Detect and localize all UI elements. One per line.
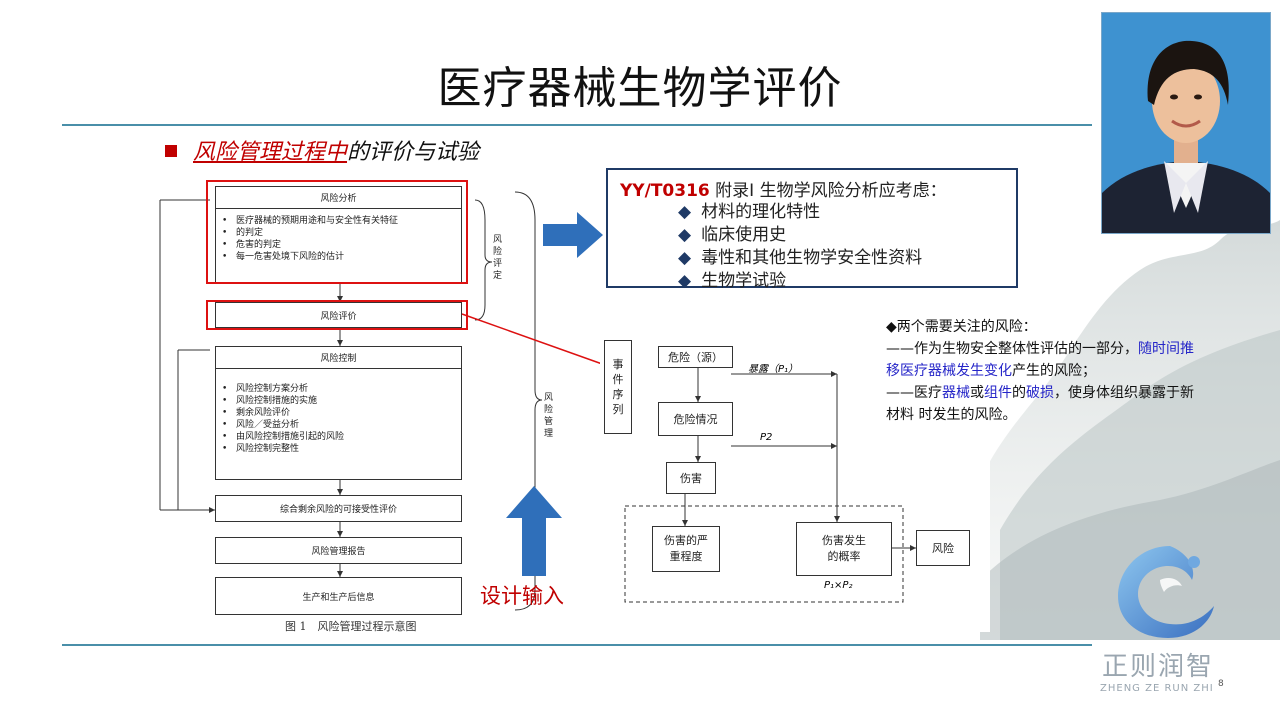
risk-result-box: 风险 (916, 530, 970, 566)
harm-box: 伤害 (666, 462, 716, 494)
person-avatar-icon (1102, 13, 1270, 233)
infobox-header-text: 附录I 生物学风险分析应考虑： (709, 181, 947, 201)
harm-probability-label: 伤害发生的概率 (822, 534, 866, 563)
infobox-item-label: 毒性和其他生物学安全性资料 (701, 248, 923, 268)
hazard-event-diagram: 事件序列 危险（源） 暴露（P₁） 危险情况 P2 伤害 伤害的严重程度 伤害发… (600, 330, 990, 632)
risk-item-1-post: 产生的风险； (1012, 363, 1096, 379)
section-highlight: 风险管理过程中 (193, 140, 348, 165)
infobox-item: ◆ 临床使用史 (678, 224, 1004, 247)
standard-code: YY/T0316 (620, 181, 710, 201)
infobox-item: ◆ 材料的理化特性 (678, 201, 1004, 224)
infobox-header: YY/T0316 附录I 生物学风险分析应考虑： (620, 176, 1004, 201)
risk-report-box: 风险管理报告 (215, 537, 462, 564)
flowchart-caption: 图 1 风险管理过程示意图 (285, 620, 417, 633)
risk-analysis-box: 风险分析 医疗器械的预期用途和与安全性有关特征 的判定 危害的判定 每一危害处境… (215, 186, 462, 284)
list-item: 医疗器械的预期用途和与安全性有关特征 (222, 215, 461, 227)
risk-process-flowchart: 风险分析 医疗器械的预期用途和与安全性有关特征 的判定 危害的判定 每一危害处境… (150, 180, 590, 633)
risk-evaluation-box: 风险评价 (215, 302, 462, 328)
overall-residual-risk-box: 综合剩余风险的可接受性评价 (215, 495, 462, 522)
event-sequence-label: 事件序列 (612, 358, 624, 416)
risk-report-label: 风险管理报告 (311, 547, 366, 557)
infobox-item-label: 临床使用史 (701, 225, 787, 245)
bracket-label-management: 风险管理 (544, 393, 554, 439)
section-heading: 风险管理过程中的评价与试验 (165, 134, 479, 166)
infobox-item: ◆ 毒性和其他生物学安全性资料 (678, 247, 1004, 270)
footer-divider (62, 644, 1092, 646)
title-divider (62, 124, 1092, 126)
risk-item-2-highlight: 组件 (984, 385, 1012, 401)
list-item: 的判定 (222, 227, 461, 239)
harm-label: 伤害 (680, 472, 702, 485)
risk-item-2-mid: 的 (1012, 385, 1026, 401)
section-rest: 的评价与试验 (347, 140, 480, 165)
diamond-bullet-icon: ◆ (678, 202, 692, 222)
overall-residual-risk-label: 综合剩余风险的可接受性评价 (279, 505, 397, 515)
risk-item-2-pre: ——医疗 (886, 385, 942, 401)
risk-item-1: ——作为生物安全整体性评估的一部分，随时间推移医疗器械发生变化产生的风险； (886, 338, 1206, 382)
hazardous-situation-label: 危险情况 (673, 413, 718, 426)
list-item: 每一危害处境下风险的估计 (222, 251, 461, 263)
diamond-bullet-icon: ◆ (678, 225, 692, 245)
risk-item-2-highlight: 破损 (1026, 385, 1054, 401)
list-item: 风险控制完整性 (222, 443, 461, 455)
risk-item-2: ——医疗器械或组件的破损，使身体组织暴露于新材料 时发生的风险。 (886, 382, 1206, 426)
risk-item-1-pre: ——作为生物安全整体性评估的一部分， (886, 341, 1138, 357)
event-sequence-box: 事件序列 (604, 340, 632, 434)
diamond-bullet-icon: ◆ (678, 248, 692, 268)
list-item: 风险控制措施的实施 (222, 395, 461, 407)
page-number: 8 (1218, 679, 1224, 689)
mountain-background (980, 220, 1280, 640)
design-input-label: 设计输入 (480, 584, 564, 608)
list-item: 剩余风险评价 (222, 407, 461, 419)
presenter-photo (1101, 12, 1271, 234)
list-item: 风险／受益分析 (222, 419, 461, 431)
logo-text-cn: 正则润智 (1102, 652, 1215, 682)
bracket-label-assessment: 风险评定 (493, 235, 503, 281)
diamond-bullet-icon: ◆ (678, 271, 692, 291)
infobox-item-label: 材料的理化特性 (701, 202, 821, 222)
harm-severity-box: 伤害的严重程度 (652, 526, 720, 572)
biological-risk-infobox: YY/T0316 附录I 生物学风险分析应考虑： ◆ 材料的理化特性 ◆ 临床使用史… (606, 168, 1018, 291)
hazard-box: 危险（源） (658, 346, 733, 368)
arrow-right-icon (543, 212, 603, 258)
list-item: 风险控制方案分析 (222, 383, 461, 395)
risk-item-1-highlight: 随时间推移医疗器械发生变化 (886, 341, 1194, 379)
arrow-up-icon (506, 486, 562, 576)
p2-label: P2 (760, 432, 773, 443)
list-item: 由风险控制措施引起的风险 (222, 431, 461, 443)
risk-control-box: 风险控制 风险控制方案分析 风险控制措施的实施 剩余风险评价 风险／受益分析 由… (215, 346, 462, 480)
slide-title: 医疗器械生物学评价 (437, 63, 843, 114)
highlight-frame-analysis (206, 180, 468, 284)
harm-probability-box: 伤害发生的概率 (796, 522, 892, 576)
company-logo-icon (1118, 546, 1214, 638)
flowchart-connectors (159, 191, 543, 611)
harm-severity-label: 伤害的严重程度 (664, 534, 708, 563)
risk-analysis-title: 风险分析 (320, 194, 357, 204)
probability-formula: P₁×P₂ (824, 580, 853, 591)
event-diagram-connectors (624, 366, 916, 603)
logo-text-en: ZHENG ZE RUN ZHI (1100, 683, 1214, 694)
list-item: 危害的判定 (222, 239, 461, 251)
risks-heading: ◆两个需要关注的风险： (886, 319, 1037, 335)
exposure-label: 暴露（P₁） (748, 364, 799, 375)
risk-evaluation-label: 风险评价 (320, 311, 357, 322)
hazardous-situation-box: 危险情况 (658, 402, 733, 436)
infobox-item: ◆ 生物学试验 (678, 270, 1004, 293)
production-info-box: 生产和生产后信息 (215, 577, 462, 615)
risk-control-title: 风险控制 (320, 354, 357, 364)
hazard-label: 危险（源） (668, 351, 723, 364)
infobox-item-label: 生物学试验 (701, 271, 787, 291)
risk-item-2-mid: 或 (970, 385, 984, 401)
two-risks-text: ◆两个需要关注的风险： ——作为生物安全整体性评估的一部分，随时间推移医疗器械发… (886, 316, 1206, 426)
risk-result-label: 风险 (932, 542, 954, 555)
production-info-label: 生产和生产后信息 (302, 592, 375, 603)
highlight-frame-evaluation (206, 300, 468, 330)
risk-item-2-highlight: 器械 (942, 385, 970, 401)
risk-item-2-post: ，使身体组织暴露于新材料 时发生的风险。 (886, 385, 1194, 423)
square-bullet-icon (165, 145, 177, 157)
red-connector-line (461, 313, 606, 366)
